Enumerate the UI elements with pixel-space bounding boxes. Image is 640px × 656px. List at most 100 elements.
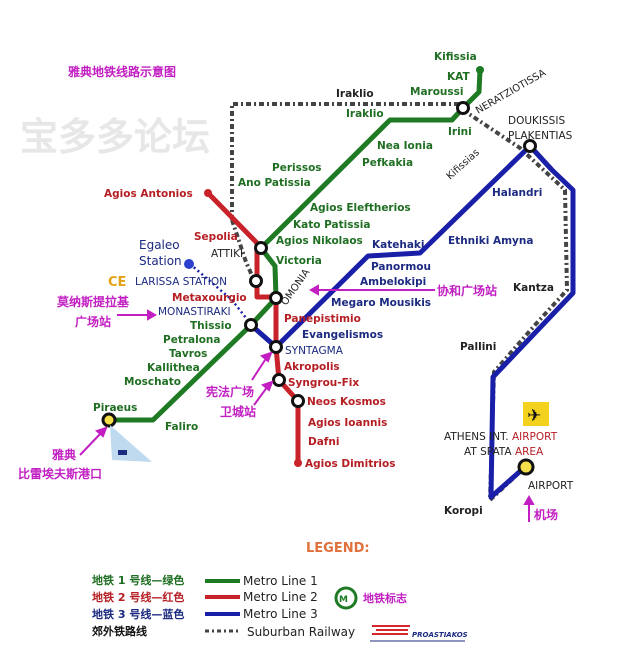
annotation-monastiraki: 莫纳斯提拉基 (57, 294, 130, 309)
station-label: Neos Kosmos (307, 396, 386, 408)
metro-line-3 (249, 143, 576, 500)
station-label: Victoria (276, 255, 322, 267)
station-label: Koropi (444, 505, 483, 517)
station-label: Faliro (165, 421, 198, 433)
station-label: Sepolia (194, 231, 238, 243)
neratziotissa-station (456, 101, 470, 115)
station-label: SYNTAGMA (285, 345, 344, 357)
doukissis-plakentias-station (523, 139, 537, 153)
station-label: Agios Eleftherios (310, 202, 411, 214)
station-label: Syngrou-Fix (288, 377, 359, 389)
station-label: Tavros (169, 348, 207, 360)
station-label: Piraeus (93, 402, 137, 414)
station-label: Thissio (190, 320, 232, 332)
station-label: Station (139, 254, 182, 268)
station-label: Maroussi (410, 86, 464, 98)
kifissia-terminal (476, 66, 484, 74)
ship-icon (118, 450, 127, 455)
station-label: Pefkakia (362, 157, 413, 169)
station-label: Iraklio (346, 108, 384, 120)
station-label: MONASTIRAKI (158, 306, 231, 318)
station-label: Panepistimio (284, 313, 361, 325)
annotation-akropolis: 卫城站 (220, 404, 256, 419)
proastiakos-logo: PROASTIAKOS (370, 625, 468, 642)
watermark: 宝多多论坛 (20, 115, 210, 159)
station-label: Ethniki Amyna (448, 235, 533, 247)
station-label: Petralona (163, 334, 220, 346)
legend-cn-line1: 地铁 1 号线—绿色 (92, 573, 184, 587)
agios-antonios-terminal (204, 189, 212, 197)
legend-suburban: Suburban Railway (247, 625, 355, 639)
plane-glyph: ✈ (527, 406, 541, 426)
station-label: Kallithea (147, 362, 200, 374)
station-label: Nea Ionia (377, 140, 433, 152)
annotation-omonia: 协和广场站 (437, 283, 497, 298)
station-label: Kato Patissia (293, 219, 370, 231)
legend-cn-line3: 地铁 3 号线—蓝色 (92, 607, 184, 621)
omonia-label: OMONIA (279, 267, 312, 308)
station-label: Evangelismos (302, 329, 383, 341)
legend-cn-suburban: 郊外铁路线 (92, 624, 147, 638)
map-title: 雅典地铁线路示意图 (67, 64, 176, 79)
airport-plane-icon (523, 402, 549, 426)
station-label: Ano Patissia (238, 177, 311, 189)
monastiraki-station (244, 318, 258, 332)
station-label: Pallini (460, 341, 496, 353)
station-label: Agios Dimitrios (305, 458, 395, 470)
station-label: Kantza (513, 282, 554, 294)
legend-title: LEGEND: (306, 541, 370, 556)
station-label: Megaro Mousikis (331, 297, 431, 309)
station-label: Agios Nikolaos (276, 235, 363, 247)
station-label: KAT (447, 71, 470, 83)
metro-logo-label: 地铁标志 (363, 591, 407, 605)
kifissias-label: Kifissias (445, 147, 482, 182)
annotation-piraeus: 比雷埃夫斯港口 (18, 466, 102, 481)
neos-kosmos-station (291, 394, 305, 408)
legend-line1: Metro Line 1 (243, 574, 318, 588)
metro-logo-icon (334, 586, 358, 610)
station-label: Akropolis (284, 361, 340, 373)
station-label: Moschato (124, 376, 181, 388)
station-label: AIRPORT (528, 480, 574, 492)
station-label: PLAKENTIAS (508, 130, 573, 142)
interchange-stations (244, 101, 537, 408)
attiki-label: ATTIKI (211, 248, 243, 260)
legend-line3: Metro Line 3 (243, 607, 318, 621)
iraklio-suburban-label: Iraklio (336, 88, 374, 100)
syngrou-fix-station (272, 373, 286, 387)
neratziotissa-label: NERATZIOTISSA (474, 68, 548, 117)
annotation-monastiraki: 广场站 (75, 314, 111, 329)
station-label: DOUKISSIS (508, 115, 565, 127)
agios-dimitrios-terminal (294, 459, 302, 467)
proastiakos-logo-text: PROASTIAKOS (412, 631, 468, 639)
station-label: Egaleo (139, 238, 180, 252)
egaleo-extension (189, 263, 247, 319)
station-label: Irini (448, 126, 472, 138)
station-label: Halandri (492, 187, 542, 199)
station-label: Metaxourgio (172, 292, 247, 304)
annotation-arrows (79, 284, 535, 522)
station-label: Kifissia (434, 51, 477, 63)
airport-station (517, 458, 535, 476)
station-label: Katehaki (372, 239, 425, 251)
station-label: Agios Ioannis (308, 417, 387, 429)
station-label: Perissos (272, 162, 322, 174)
annotation-piraeus: 雅典 (51, 447, 76, 462)
piraeus-station (101, 412, 117, 428)
legend-cn-line2: 地铁 2 号线—红色 (92, 590, 184, 604)
annotation-airport: 机场 (534, 507, 558, 522)
omonia-station (269, 291, 283, 305)
metro-logo-glyph: M (339, 595, 348, 605)
airport-caption-line1: ATHENS INT. AIRPORT (444, 431, 558, 443)
annotation-syntagma: 宪法广场 (206, 384, 254, 399)
larissa-station (249, 274, 263, 288)
station-label: Panormou (371, 261, 431, 273)
syntagma-station (269, 340, 283, 354)
egaleo-station-dot (184, 259, 194, 269)
station-label: Agios Antonios (104, 188, 193, 200)
ose-logo-icon: CE (108, 275, 126, 290)
airport-caption-line2: AT SPATA AREA (464, 446, 544, 458)
legend-line2: Metro Line 2 (243, 590, 318, 604)
harbour-icon (110, 425, 152, 462)
